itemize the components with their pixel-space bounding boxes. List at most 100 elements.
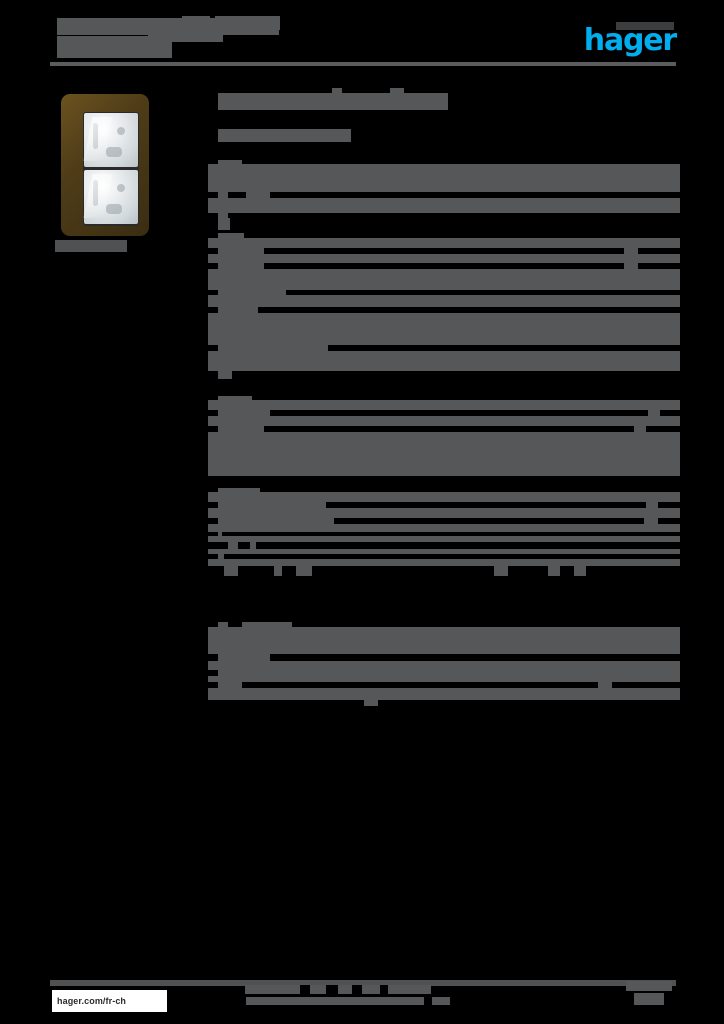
row-gap [208, 248, 218, 254]
row-gap [252, 396, 680, 400]
product-inserts [83, 112, 139, 226]
row-gap [378, 700, 680, 706]
row-value-gap [264, 426, 634, 432]
row-gap [258, 307, 680, 313]
row-gap [208, 396, 218, 400]
spec-group-2 [208, 233, 680, 379]
row-gap [208, 542, 228, 549]
row-value-gap [328, 345, 680, 351]
row-gap [228, 213, 680, 218]
spec-group-1-tail [208, 218, 680, 230]
row-gap [208, 488, 218, 492]
footer-center-text-line-2 [246, 997, 424, 1005]
heading-accent-1 [332, 88, 342, 94]
document-subtitle [148, 32, 223, 42]
row-gap [256, 542, 680, 549]
row-gap [208, 192, 218, 198]
row-gap [208, 700, 364, 706]
socket-earth-icon [106, 204, 122, 214]
socket-outlet-top [83, 113, 138, 167]
footer-center-text-line-3 [432, 997, 450, 1005]
row-gap [658, 518, 680, 524]
row-gap [230, 218, 680, 230]
row-gap [208, 654, 218, 661]
row-gap [508, 566, 548, 576]
row-gap [208, 670, 218, 676]
page-number-line-1 [626, 981, 672, 991]
footer-text-gap [380, 985, 388, 994]
spec-group-4 [208, 488, 680, 576]
footer-center-text-line-1 [245, 985, 431, 994]
footer-url-text[interactable]: hager.com/fr-ch [57, 996, 127, 1006]
row-gap [208, 410, 218, 416]
row-gap [660, 410, 680, 416]
document-title-fragment-2 [215, 16, 280, 30]
row-gap [208, 682, 218, 688]
footer-divider [50, 980, 676, 986]
row-gap [232, 371, 680, 379]
row-gap [242, 160, 680, 164]
row-gap [208, 426, 218, 432]
row-value-gap [264, 248, 624, 254]
row-gap [208, 554, 218, 559]
spec-group-5 [208, 622, 680, 706]
row-value-gap [264, 263, 624, 269]
row-gap [208, 160, 218, 164]
socket-earth-icon [106, 147, 122, 157]
socket-outlet-bottom [83, 170, 138, 224]
row-value-gap [270, 410, 648, 416]
row-gap [244, 233, 680, 238]
row-gap [208, 233, 218, 238]
row-value-gap [270, 654, 680, 661]
row-gap [208, 307, 218, 313]
row-gap [208, 502, 218, 508]
row-gap [224, 554, 680, 559]
footer-text-gap [326, 985, 338, 994]
row-gap [238, 542, 250, 549]
row-gap [638, 248, 680, 254]
product-image [55, 90, 155, 252]
logo-backdrop [616, 22, 674, 30]
row-gap [208, 532, 218, 536]
page-header: hager [0, 0, 724, 72]
row-gap [222, 532, 680, 536]
row-value-gap [334, 518, 644, 524]
primary-heading [218, 93, 448, 110]
product-image-caption [55, 240, 127, 252]
secondary-heading [218, 129, 351, 142]
row-gap [208, 622, 218, 627]
row-gap [292, 622, 680, 627]
row-gap [228, 622, 242, 627]
row-gap [586, 566, 680, 576]
row-gap [260, 488, 680, 492]
footer-text-gap [300, 985, 310, 994]
spec-group-3 [208, 396, 680, 476]
page-footer [0, 975, 724, 1024]
header-divider [50, 62, 676, 66]
row-gap [208, 213, 218, 218]
row-gap [560, 566, 574, 576]
heading-accent-2 [390, 88, 404, 94]
footer-url-badge[interactable]: hager.com/fr-ch [52, 990, 167, 1012]
product-frame-bezel [61, 94, 149, 236]
page-number-line-2 [634, 993, 664, 1005]
document-title-line-3 [57, 36, 172, 58]
socket-pin-icon [117, 184, 125, 192]
row-gap [208, 518, 218, 524]
socket-pin-icon [117, 127, 125, 135]
footer-text-gap [352, 985, 362, 994]
hager-logo: hager [583, 23, 677, 58]
row-gap [638, 263, 680, 269]
row-gap [208, 566, 224, 576]
spec-group-1 [208, 160, 680, 218]
row-gap [658, 502, 680, 508]
row-gap [282, 566, 296, 576]
row-gap [238, 566, 274, 576]
row-gap [228, 192, 246, 198]
row-value-gap [326, 502, 646, 508]
row-gap [312, 566, 494, 576]
row-gap [208, 345, 218, 351]
row-value-gap [270, 192, 680, 198]
